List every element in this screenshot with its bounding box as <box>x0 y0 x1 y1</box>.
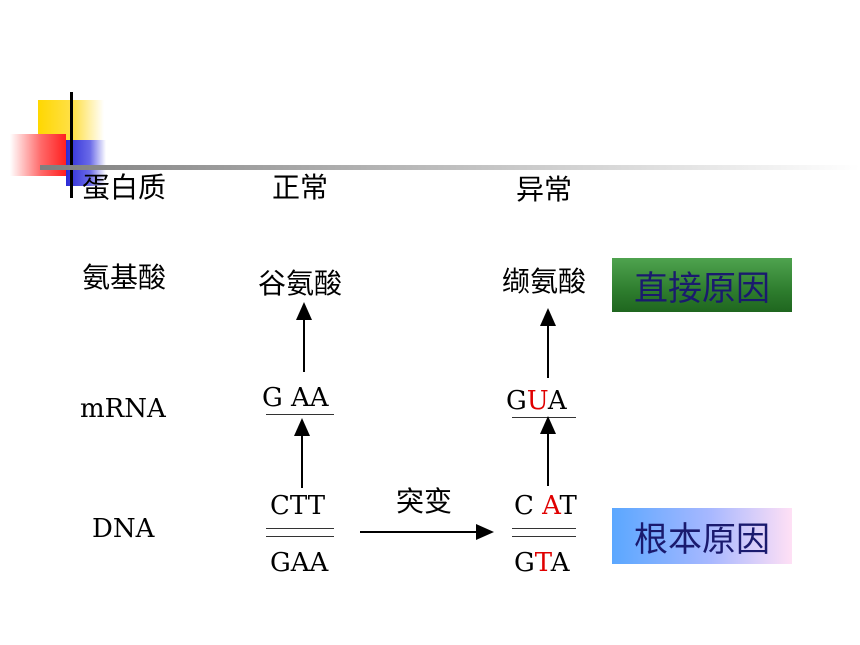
normal-dna-line-1 <box>266 528 334 529</box>
row-label-protein: 蛋白质 <box>82 171 167 204</box>
normal-mrna-underline <box>266 414 334 415</box>
normal-mrna-codon: G AA <box>262 383 329 413</box>
abnormal-dna-line-1 <box>512 528 576 529</box>
mutation-label: 突变 <box>396 485 453 518</box>
abnormal-dna-bottom-base-3: A <box>550 548 570 578</box>
column-header-normal: 正常 <box>272 171 329 204</box>
column-header-abnormal: 异常 <box>516 173 573 206</box>
normal-dna-bottom-strand: GAA <box>270 548 329 578</box>
abnormal-dna-top-strand: C AT <box>514 493 577 519</box>
abnormal-mrna-mutated-base: U <box>526 386 548 416</box>
abnormal-dna-top-mutated-base: A <box>542 491 560 521</box>
abnormal-mrna-base-1: G <box>506 386 527 416</box>
normal-amino-acid: 谷氨酸 <box>258 267 343 300</box>
decor-vertical-line <box>70 92 73 198</box>
abnormal-dna-bottom-base-1: G <box>514 548 535 578</box>
root-cause-label: 根本原因 <box>634 519 770 560</box>
row-label-dna: DNA <box>92 514 155 544</box>
normal-dna-top-strand: CTT <box>270 491 326 521</box>
abnormal-amino-acid: 缬氨酸 <box>502 265 587 298</box>
abnormal-dna-bottom-mutated-base: T <box>534 548 551 578</box>
direct-cause-box: 直接原因 <box>612 258 792 312</box>
row-label-mrna: mRNA <box>80 394 166 424</box>
abnormal-mrna-base-3: A <box>547 386 567 416</box>
normal-dna-line-2 <box>266 536 334 537</box>
abnormal-dna-line-2 <box>512 536 576 537</box>
header-rule <box>40 165 860 170</box>
root-cause-box: 根本原因 <box>612 508 792 564</box>
abnormal-dna-top-base-3: T <box>559 491 577 521</box>
row-label-amino-acid: 氨基酸 <box>82 261 167 294</box>
direct-cause-label: 直接原因 <box>634 268 770 309</box>
abnormal-dna-top-base-1: C <box>514 491 543 521</box>
abnormal-dna-bottom-strand: GTA <box>514 550 569 576</box>
abnormal-mrna-codon: GUA <box>506 388 567 414</box>
